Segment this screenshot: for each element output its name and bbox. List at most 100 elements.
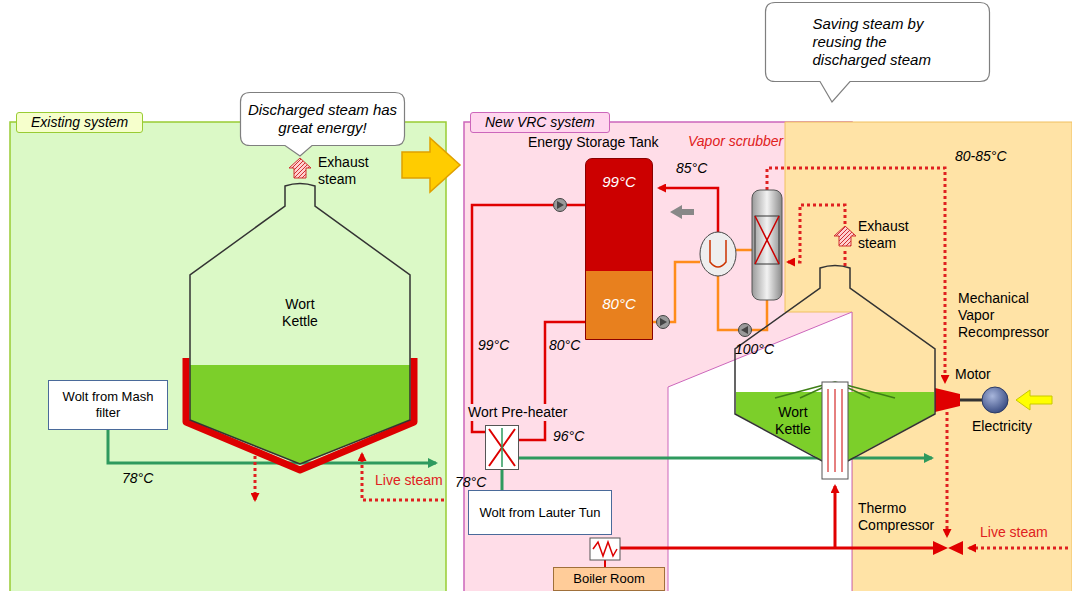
- thermo-compressor-symbol: [948, 541, 963, 555]
- pump-symbol: [557, 201, 564, 209]
- vrc-steam-lines: [604, 560, 606, 567]
- existing-steam-lines: [362, 454, 444, 500]
- heat-exchanger-symbol: [710, 240, 726, 267]
- edge-label: 80°C: [549, 337, 580, 354]
- callout-text: Discharged steam has great energy!: [248, 101, 398, 137]
- box-label: Wolt from Mash filter: [49, 389, 167, 420]
- pump-symbol: [657, 316, 670, 329]
- temperature-label: 100°C: [735, 341, 774, 358]
- wort-kettle-outline: [190, 184, 410, 465]
- callout-text: Saving steam by reusing the discharged s…: [813, 15, 943, 69]
- heat-exchanger-symbol: [700, 232, 736, 276]
- heat-exchanger-symbol: [700, 232, 736, 276]
- compressor-symbol: [960, 399, 982, 402]
- callout-bubble: Saving steam by reusing the discharged s…: [765, 2, 990, 82]
- panel-tab: New VRC system: [470, 112, 610, 133]
- part-label: Mechanical Vapor Recompressor: [958, 290, 1066, 340]
- flow-arrow: [670, 205, 694, 219]
- vrc-steam-lines: [834, 226, 856, 246]
- vapor-scrubber-column: [755, 216, 779, 264]
- motor-symbol: [982, 387, 1008, 413]
- existing-panel-ground: [10, 122, 446, 591]
- wort-kettle-outline: [822, 382, 848, 479]
- vapor-scrubber-column: [755, 216, 779, 264]
- source-box: Wolt from Mash filter: [48, 380, 168, 430]
- wort-kettle-outline: [186, 358, 414, 470]
- wort-preheater: Wort Pre-heater: [485, 425, 519, 470]
- vrc-panel-ground: [464, 122, 1072, 591]
- part-label: Motor: [955, 366, 991, 383]
- preheater-heading: Wort Pre-heater: [466, 404, 569, 421]
- vrc-steam-lines: [946, 412, 949, 536]
- compressor-symbol: [935, 388, 982, 412]
- temperature-label: 78°C: [122, 470, 153, 487]
- vrc-steam-lines: [767, 168, 945, 382]
- temperature-label: 80°C: [586, 295, 652, 313]
- vapor-scrubber-column: [752, 190, 782, 300]
- wort-preheater-outline: [489, 429, 515, 466]
- wort-preheater-outline: [486, 426, 520, 471]
- transition-arrow: [402, 138, 460, 192]
- pipe-connector: [501, 470, 504, 490]
- thermo-compressor-symbol: [933, 541, 948, 555]
- vrc-steam-lines: [969, 547, 1068, 550]
- steam-label: Live steam: [980, 524, 1048, 541]
- thermo-compressor-symbol: [933, 541, 963, 555]
- vrc-steam-lines: [659, 188, 718, 232]
- vrc-steam-lines: [736, 249, 752, 252]
- steam-label: Live steam: [375, 472, 443, 489]
- transition-arrow: [402, 138, 460, 192]
- wort-kettle-outline: [730, 264, 940, 470]
- existing-panel-ground: [10, 122, 446, 591]
- callout-bubble: Discharged steam has great energy!: [240, 92, 405, 146]
- vrc-steam-lines: [844, 248, 847, 266]
- boiler-exchanger-symbol: [590, 538, 620, 560]
- part-label: Vapor scrubber: [688, 133, 783, 150]
- electricity-arrow: [1016, 390, 1052, 410]
- compressor-symbol: [935, 388, 960, 412]
- vrc-steam-lines: [653, 262, 700, 322]
- electricity-arrow: [1016, 390, 1052, 410]
- vrc-steam-lines: [605, 168, 1068, 567]
- pump-symbol: [660, 318, 667, 326]
- box-label: Boiler Room: [573, 571, 645, 587]
- temperature-label: 96°C: [553, 428, 584, 445]
- flow-arrow: [670, 205, 694, 219]
- motor-symbol: [982, 387, 1008, 413]
- vrc-steam-lines: [834, 486, 837, 548]
- pipe-connector: [472, 205, 585, 432]
- vapor-scrubber-column: [752, 190, 782, 300]
- part-label: Thermo Compressor: [858, 500, 938, 534]
- pump-symbol: [741, 326, 748, 334]
- existing-steam-lines: [289, 158, 311, 178]
- system-panel: New VRC systemEnergy Storage Tank99°C80°…: [464, 122, 852, 591]
- part-label: Electricity: [972, 418, 1032, 435]
- temperature-label: 78°C: [455, 474, 486, 491]
- pump-symbol: [554, 199, 567, 212]
- boiler-exchanger-symbol: [590, 538, 620, 560]
- existing-steam-lines: [180, 158, 444, 500]
- pipe-connector: [108, 430, 180, 463]
- panel-tab: Existing system: [16, 112, 143, 133]
- wort-kettle: Wort Kettle: [180, 180, 420, 466]
- temperature-label: 85°C: [676, 160, 707, 177]
- temperature-label: 99°C: [586, 173, 652, 191]
- temperature-label: 80-85°C: [955, 148, 1007, 165]
- pump-symbol: [554, 199, 567, 212]
- kettle-label: Wort Kettle: [766, 404, 820, 438]
- wort-preheater-outline: [501, 428, 503, 467]
- pump-symbol: [657, 316, 670, 329]
- pipe-connector: [519, 322, 585, 440]
- wort-kettle: Wort Kettle: [730, 264, 940, 470]
- pump-symbol: [739, 324, 752, 337]
- steam-label: Exhaust steam: [318, 154, 378, 188]
- tank-heading: Energy Storage Tank: [528, 134, 659, 151]
- storage-tank: Energy Storage Tank99°C80°C: [585, 158, 653, 340]
- source-box: Wolt from Lauter Tun: [468, 490, 612, 535]
- wort-kettle-outline: [828, 389, 842, 472]
- box-label: Wolt from Lauter Tun: [475, 505, 604, 521]
- edge-label: 99°C: [478, 337, 509, 354]
- callout-bubble-outline: [766, 3, 990, 103]
